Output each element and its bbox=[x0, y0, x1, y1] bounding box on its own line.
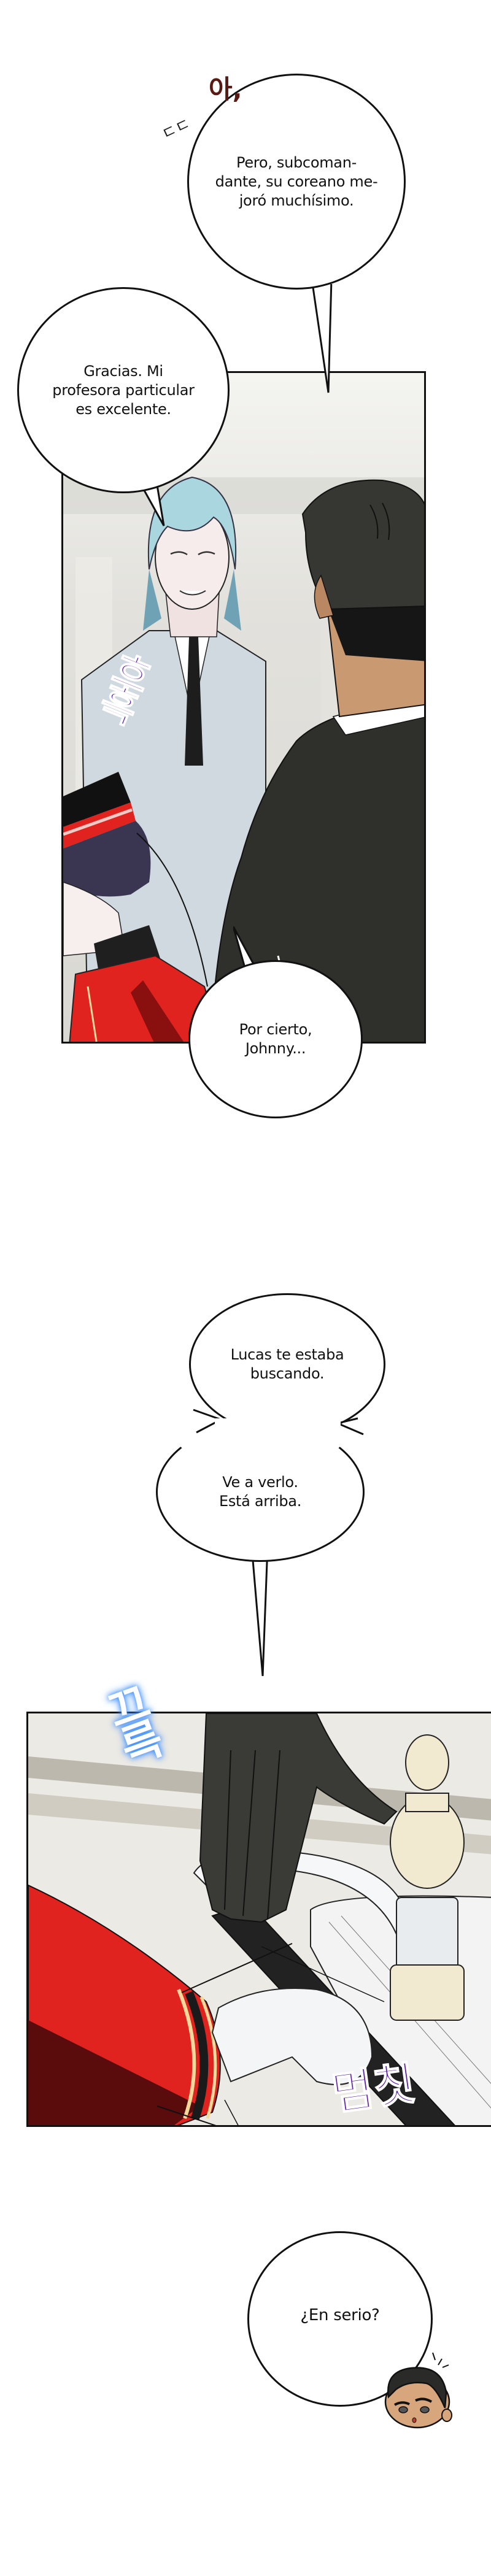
speech-bubble: ¿En serio? bbox=[247, 2231, 433, 2407]
panel-2-art bbox=[28, 1713, 491, 2125]
sfx-tremble-marks: ㄷㄷ bbox=[158, 115, 193, 144]
chibi-character-head bbox=[384, 2352, 452, 2429]
bubble-text: Ve a verlo. Está arriba. bbox=[218, 1474, 302, 1510]
bubble-text: Gracias. Mi profesora particular es exce… bbox=[52, 362, 195, 418]
speech-bubble: Por cierto, Johnny... bbox=[188, 960, 363, 1118]
speech-bubble: Ve a verlo. Está arriba. bbox=[156, 1422, 365, 1562]
bubble-text: ¿En serio? bbox=[300, 2305, 380, 2324]
bubble-tail bbox=[311, 279, 333, 393]
sfx-flinch: 멈칫 bbox=[328, 2056, 420, 2121]
comic-panel-2 bbox=[26, 1712, 491, 2127]
speech-bubble: Lucas te estaba buscando. bbox=[189, 1293, 385, 1436]
panel-1-art bbox=[63, 373, 424, 1042]
bubble-text: Pero, subcoman- dante, su coreano me- jo… bbox=[215, 153, 378, 209]
bubble-text: Lucas te estaba buscando. bbox=[230, 1346, 344, 1382]
bubble-text: Por cierto, Johnny... bbox=[239, 1021, 312, 1057]
speech-bubble: Pero, subcoman- dante, su coreano me- jo… bbox=[187, 74, 406, 290]
speech-bubble: Gracias. Mi profesora particular es exce… bbox=[17, 287, 230, 493]
sfx-exclaim: 아, bbox=[209, 74, 242, 104]
bubble-joint bbox=[193, 1409, 364, 1437]
bubble-tail bbox=[250, 1546, 269, 1677]
